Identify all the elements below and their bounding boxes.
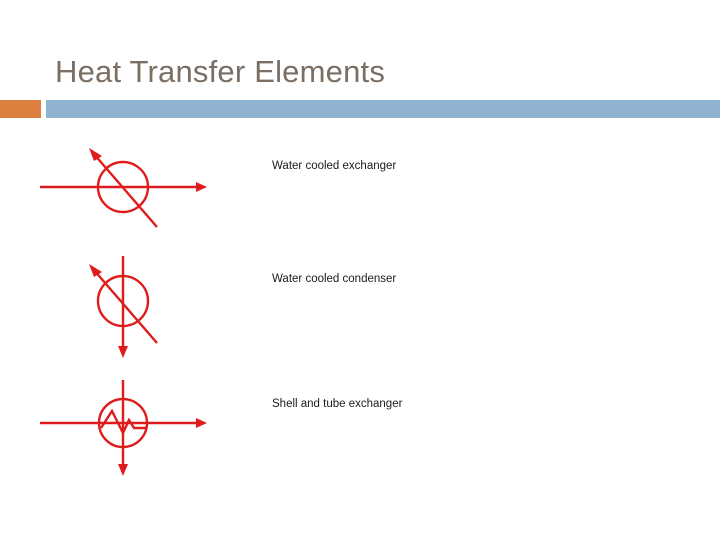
divider-accent-block [0,100,41,118]
exchanger-circle [96,160,150,214]
symbol-caption-water-cooled-condenser: Water cooled condenser [272,273,397,285]
symbol-water-cooled-exchanger [40,148,207,228]
zigzag-heat-element-icon [99,408,147,436]
symbol-shell-and-tube-exchanger [40,380,207,476]
upper-left-arrowhead-icon [89,148,102,161]
condenser-circle [96,274,150,328]
down-arrowhead-icon [118,346,128,358]
page-title: Heat Transfer Elements [55,53,386,89]
divider-bar [46,100,720,118]
diagonal-line [92,268,158,344]
exchanger-circle [97,397,149,449]
down-arrowhead-icon [118,464,128,476]
symbol-caption-shell-and-tube-exchanger: Shell and tube exchanger [272,398,403,410]
upper-left-arrowhead-icon [89,264,102,277]
right-arrowhead-icon [196,418,207,428]
title-divider [0,100,720,118]
symbol-caption-water-cooled-exchanger: Water cooled exchanger [272,160,397,172]
right-arrowhead-icon [196,182,207,192]
symbol-water-cooled-condenser [89,256,158,358]
diagonal-line [92,152,158,228]
